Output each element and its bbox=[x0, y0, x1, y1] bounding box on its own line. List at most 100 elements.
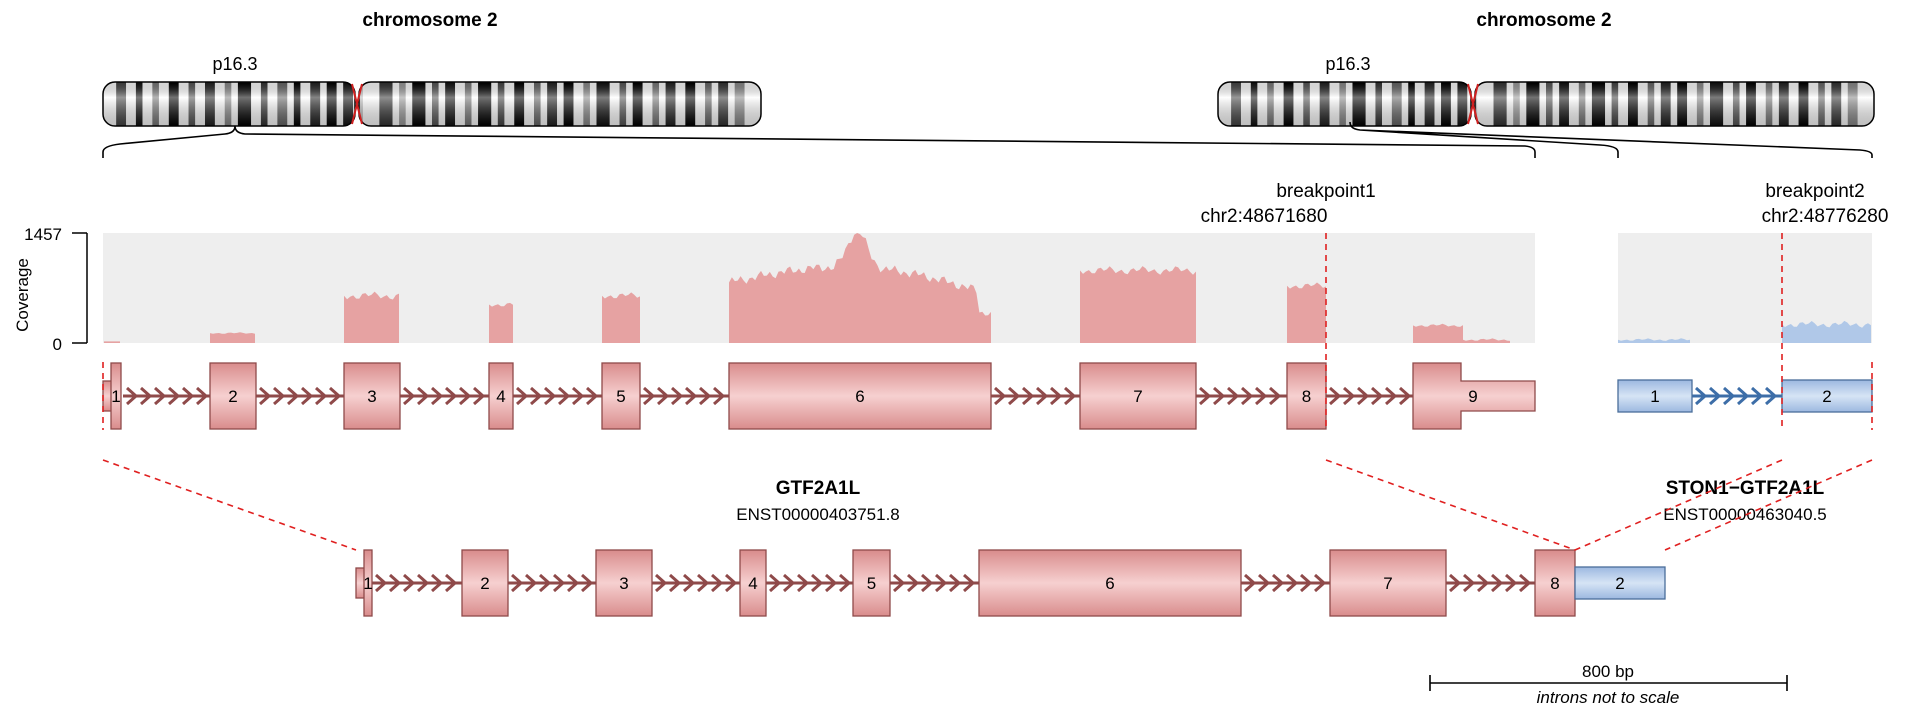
intron-upstream-2 bbox=[259, 386, 342, 406]
svg-text:8: 8 bbox=[1302, 387, 1311, 406]
fusion-exon-6: 6 bbox=[978, 549, 1242, 617]
svg-text:7: 7 bbox=[1133, 387, 1142, 406]
upstream-exon-9: 9 bbox=[1412, 362, 1536, 430]
coverage-exon-7 bbox=[1080, 266, 1196, 343]
downstream-gene-name: STON1−GTF2A1L bbox=[1666, 478, 1825, 499]
intron-fusion-2 bbox=[511, 573, 594, 593]
breakpoint1-position: chr2:48671680 bbox=[1201, 206, 1328, 227]
breakpoint2-name: breakpoint2 bbox=[1765, 181, 1864, 202]
downstream-exon-1: 1 bbox=[1617, 379, 1693, 413]
coverage-min-tick: 0 bbox=[53, 335, 62, 354]
upstream-exon-1: 1 bbox=[110, 362, 122, 430]
svg-text:2: 2 bbox=[1822, 387, 1831, 406]
breakpoint1-name: breakpoint1 bbox=[1276, 181, 1375, 202]
coverage-exon-1 bbox=[104, 341, 120, 343]
svg-text:6: 6 bbox=[1105, 574, 1114, 593]
upstream-exon-5: 5 bbox=[601, 362, 641, 430]
coverage-exon-3 bbox=[344, 291, 399, 343]
upstream-exon-6: 6 bbox=[728, 362, 992, 430]
breakpoint2-position: chr2:48776280 bbox=[1762, 206, 1889, 227]
downstream-exon-2: 2 bbox=[1781, 379, 1873, 413]
intron-upstream-4 bbox=[516, 386, 599, 406]
coverage-max-tick: 1457 bbox=[24, 225, 62, 244]
intron-fusion-5 bbox=[893, 573, 976, 593]
upstream-exon-8: 8 bbox=[1286, 362, 1327, 430]
svg-text:1: 1 bbox=[1650, 387, 1659, 406]
upstream-transcript-id: ENST00000403751.8 bbox=[736, 505, 900, 524]
upstream-exon-3: 3 bbox=[343, 362, 401, 430]
svg-text:3: 3 bbox=[619, 574, 628, 593]
upstream-exon-2: 2 bbox=[209, 362, 257, 430]
coverage-exon-9-tail bbox=[1463, 338, 1510, 343]
chromosome-left-ideogram bbox=[102, 81, 762, 127]
coverage-downstream-exon-2 bbox=[1782, 320, 1871, 343]
fusion-exon-5: 5 bbox=[852, 549, 891, 617]
coverage-exon-6 bbox=[729, 233, 991, 343]
coverage-exon-9 bbox=[1413, 323, 1463, 343]
fusion-exon-3: 3 bbox=[595, 549, 653, 617]
intron-upstream-7 bbox=[1199, 386, 1282, 406]
svg-text:6: 6 bbox=[855, 387, 864, 406]
fusion-exon-2: 2 bbox=[461, 549, 509, 617]
svg-text:2: 2 bbox=[228, 387, 237, 406]
intron-fusion-3 bbox=[655, 573, 738, 593]
zoom-bracket-right bbox=[1349, 121, 1873, 158]
svg-text:7: 7 bbox=[1383, 574, 1392, 593]
breakpoint-guide-lines bbox=[102, 233, 1873, 551]
coverage-fills bbox=[104, 233, 1871, 343]
scale-bar-label: 800 bp bbox=[1582, 662, 1634, 681]
coverage-axis-label: Coverage bbox=[13, 258, 32, 332]
intron-upstream-5 bbox=[643, 386, 726, 406]
svg-text:5: 5 bbox=[867, 574, 876, 593]
transcript-upstream-track: 1 2 3 4 5 6 7 8 9 bbox=[102, 362, 1536, 430]
intron-fusion-4 bbox=[769, 573, 852, 593]
chromosome-left-band-label: p16.3 bbox=[212, 54, 257, 74]
upstream-exon-7: 7 bbox=[1079, 362, 1197, 430]
downstream-transcript-id: ENST00000463040.5 bbox=[1663, 505, 1827, 524]
coverage-exon-8 bbox=[1287, 282, 1326, 343]
intron-fusion-6 bbox=[1244, 573, 1327, 593]
svg-text:9: 9 bbox=[1468, 387, 1477, 406]
coverage-axis bbox=[72, 232, 88, 344]
intron-upstream-8 bbox=[1329, 386, 1412, 406]
intron-fusion-7 bbox=[1449, 573, 1532, 593]
intron-fusion-1 bbox=[375, 573, 458, 593]
svg-text:5: 5 bbox=[616, 387, 625, 406]
dashed-line-7 bbox=[1574, 459, 1783, 551]
svg-text:1: 1 bbox=[363, 574, 372, 593]
chromosome-right-band-label: p16.3 bbox=[1325, 54, 1370, 74]
coverage-exon-5 bbox=[602, 292, 640, 343]
svg-text:4: 4 bbox=[496, 387, 505, 406]
svg-text:2: 2 bbox=[480, 574, 489, 593]
dashed-line-8 bbox=[1664, 459, 1873, 551]
svg-text:4: 4 bbox=[748, 574, 757, 593]
fusion-exon-1: 1 bbox=[363, 549, 373, 617]
coverage-exon-2 bbox=[210, 332, 255, 343]
dashed-line-6 bbox=[1325, 459, 1576, 551]
svg-text:8: 8 bbox=[1550, 574, 1559, 593]
upstream-gene-name: GTF2A1L bbox=[776, 478, 861, 499]
svg-text:1: 1 bbox=[111, 387, 120, 406]
fusion-exon-downstream-2: 2 bbox=[1574, 566, 1666, 600]
chromosome-left-title: chromosome 2 bbox=[362, 10, 497, 31]
scale-bar-note: introns not to scale bbox=[1537, 688, 1680, 705]
fusion-exon-7: 7 bbox=[1329, 549, 1447, 617]
chromosome-right-ideogram bbox=[1217, 81, 1875, 127]
intron-downstream-1 bbox=[1695, 386, 1778, 406]
intron-upstream-6 bbox=[994, 386, 1077, 406]
dashed-line-5 bbox=[102, 459, 357, 551]
zoom-bracket-left bbox=[102, 125, 1536, 158]
svg-text:2: 2 bbox=[1615, 574, 1624, 593]
intron-upstream-1 bbox=[126, 386, 209, 406]
upstream-exon-4: 4 bbox=[488, 362, 514, 430]
scale-bar bbox=[1429, 675, 1788, 691]
coverage-downstream-exon-1 bbox=[1618, 338, 1690, 343]
chromosome-right-title: chromosome 2 bbox=[1476, 10, 1611, 31]
coverage-panel-downstream bbox=[1618, 233, 1872, 343]
intron-upstream-3 bbox=[403, 386, 486, 406]
coverage-exon-4 bbox=[489, 302, 513, 343]
fusion-exon-4: 4 bbox=[739, 549, 767, 617]
fusion-exon-8: 8 bbox=[1534, 549, 1576, 617]
